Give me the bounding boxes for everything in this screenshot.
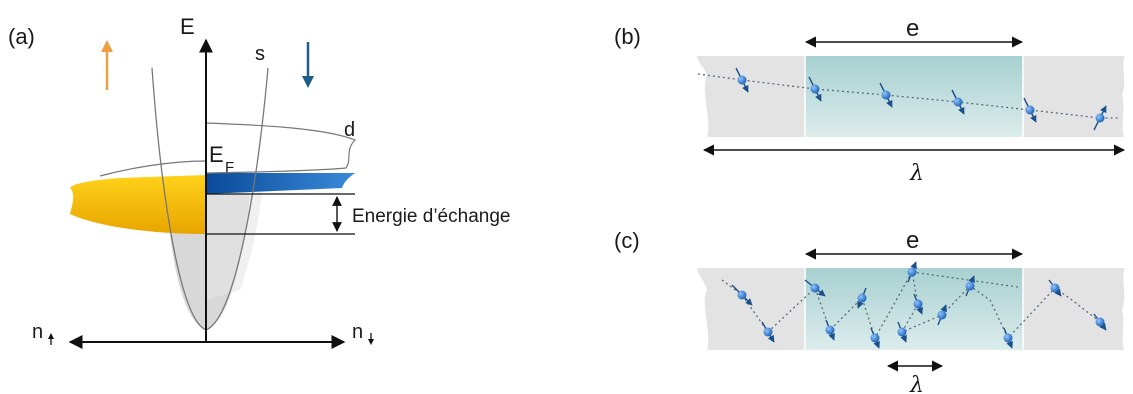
electron-b-3 xyxy=(879,82,893,108)
electron-b-1 xyxy=(735,67,749,93)
n-down-label: n xyxy=(352,321,363,343)
spin-down-arrow-head xyxy=(302,76,314,88)
electron-c-13 xyxy=(1048,279,1062,297)
right-lead-c xyxy=(1023,268,1125,350)
electron-c-3 xyxy=(804,279,826,297)
fermi-level-subscript: F xyxy=(225,159,234,176)
panel-b-label: (b) xyxy=(614,24,641,49)
n-down-subscript-arrow-head xyxy=(368,339,374,345)
electron-c-9 xyxy=(897,321,907,343)
electron-c-7 xyxy=(907,261,917,283)
electron-c-8 xyxy=(913,293,923,315)
n-up-subscript-arrow-head xyxy=(48,333,54,339)
electron-c-2 xyxy=(761,321,775,343)
spacer-layer-b xyxy=(805,56,1023,137)
electron-c-10 xyxy=(937,304,947,326)
panel-a-label: (a) xyxy=(8,24,35,49)
electron-path-c xyxy=(721,270,1101,340)
s-band-label: s xyxy=(255,43,265,65)
electron-c-6 xyxy=(870,327,880,349)
thickness-label-c: e xyxy=(906,227,919,254)
n-up-label: n xyxy=(32,321,43,343)
left-lead-c xyxy=(697,268,805,350)
electron-c-11 xyxy=(965,275,975,297)
electron-path-b xyxy=(697,73,1120,119)
electron-b-2 xyxy=(808,76,822,102)
panel-a: (a) Energie d’échange E s d E F xyxy=(8,14,510,349)
electron-c-12 xyxy=(1003,327,1013,349)
energy-axis-label: E xyxy=(180,14,195,39)
left-lead-b xyxy=(697,56,805,137)
fermi-level-label: E xyxy=(209,142,224,167)
panel-b: (b) e λ xyxy=(614,15,1126,186)
d-band-outline-right xyxy=(205,122,357,174)
electron-c-1 xyxy=(731,284,753,306)
d-band-label: d xyxy=(344,119,355,141)
thickness-label-b: e xyxy=(906,15,919,42)
mean-free-path-label-c: λ xyxy=(909,373,924,394)
electron-b-6 xyxy=(1093,105,1107,131)
electron-b-5 xyxy=(1023,97,1037,123)
electron-c-14 xyxy=(1093,313,1107,331)
mean-free-path-label-b: λ xyxy=(909,161,924,186)
spin-up-arrow-head xyxy=(101,40,113,52)
electron-c-5 xyxy=(857,287,867,309)
majority-d-band-fill xyxy=(70,175,206,234)
panel-c-label: (c) xyxy=(614,228,640,253)
minority-d-band-fill xyxy=(206,173,355,194)
d-band-outline-left xyxy=(99,160,207,177)
electron-b-4 xyxy=(951,89,965,115)
right-lead-b xyxy=(1023,56,1125,137)
minority-lower-fill xyxy=(206,192,262,300)
spacer-layer-c xyxy=(805,268,1023,350)
panel-c: (c) e λ xyxy=(614,227,1125,394)
exchange-energy-label: Energie d’échange xyxy=(352,206,510,227)
electron-c-4 xyxy=(825,319,835,341)
